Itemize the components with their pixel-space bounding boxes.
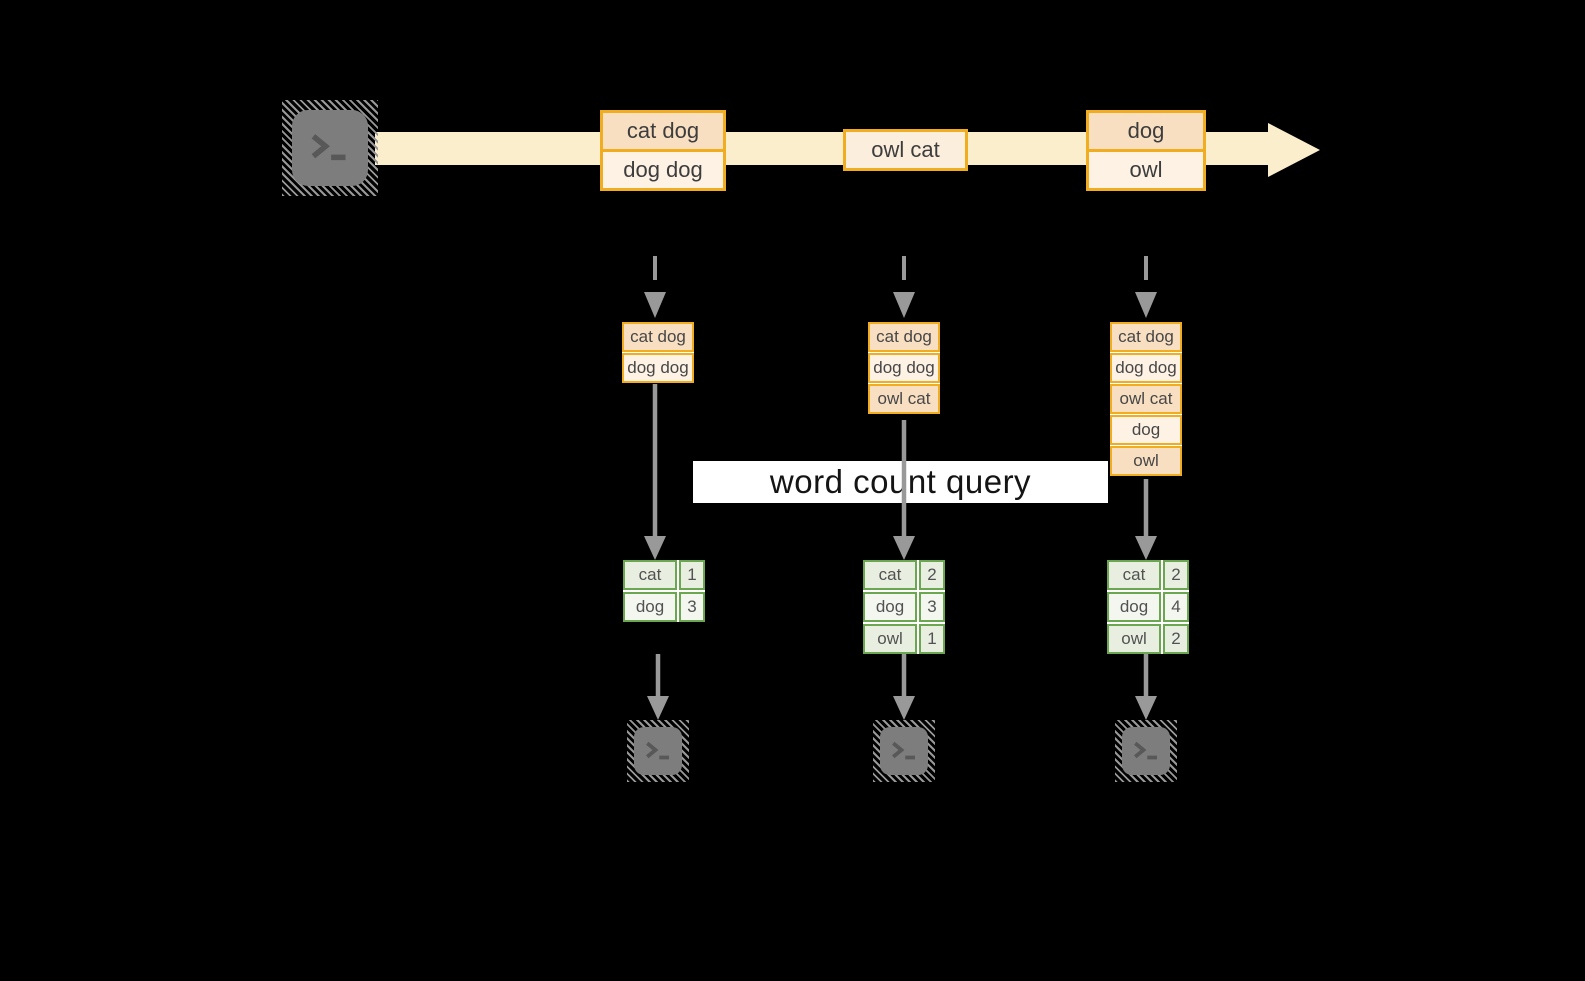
record-cell: dog dog — [622, 353, 694, 383]
record-cell: dog — [1110, 415, 1182, 445]
solid-down-arrow-icon — [893, 654, 915, 720]
record-cell: owl — [1110, 446, 1182, 476]
dashed-down-arrow-icon — [893, 256, 915, 318]
query-banner: word count query — [693, 461, 1108, 503]
word-cell: owl — [863, 624, 917, 654]
word-cell: cat — [1107, 560, 1161, 590]
solid-down-arrow-icon — [647, 654, 669, 720]
word-cell: dog — [1107, 592, 1161, 622]
solid-down-arrow-icon — [893, 420, 915, 560]
word-count-table-2: cat 2 dog 3 owl 1 — [863, 560, 945, 654]
terminal-icon — [1122, 727, 1170, 775]
record-cell: cat dog — [622, 322, 694, 352]
count-cell: 1 — [679, 560, 705, 590]
record-cell: cat dog — [868, 322, 940, 352]
stream-record-group-1: cat dog dog dog — [600, 110, 726, 191]
count-cell: 4 — [1163, 592, 1189, 622]
record-cell: dog — [1089, 113, 1203, 152]
solid-down-arrow-icon — [1135, 654, 1157, 720]
solid-down-arrow-icon — [644, 384, 666, 560]
word-count-table-3: cat 2 dog 4 owl 2 — [1107, 560, 1189, 654]
word-cell: cat — [863, 560, 917, 590]
record-cell: cat dog — [603, 113, 723, 152]
stream-arrow-head-icon — [1268, 123, 1320, 177]
terminal-icon — [880, 727, 928, 775]
terminal-prompt-icon — [311, 133, 346, 160]
count-cell: 3 — [919, 592, 945, 622]
terminal-prompt-icon — [645, 741, 669, 759]
dashed-down-arrow-icon — [1135, 256, 1157, 318]
count-cell: 3 — [679, 592, 705, 622]
record-cell: owl cat — [846, 132, 965, 168]
record-buffer-1: cat dog dog dog — [622, 322, 694, 383]
word-cell: dog — [623, 592, 677, 622]
record-buffer-3: cat dog dog dog owl cat dog owl — [1110, 322, 1182, 476]
record-cell: owl cat — [868, 384, 940, 414]
record-buffer-2: cat dog dog dog owl cat — [868, 322, 940, 414]
count-cell: 1 — [919, 624, 945, 654]
terminal-prompt-icon — [1133, 741, 1157, 759]
solid-down-arrow-icon — [1135, 479, 1157, 560]
stream-record-group-3: dog owl — [1086, 110, 1206, 191]
count-cell: 2 — [919, 560, 945, 590]
count-cell: 2 — [1163, 624, 1189, 654]
stream-record-group-2: owl cat — [843, 129, 968, 171]
record-cell: dog dog — [868, 353, 940, 383]
word-cell: dog — [863, 592, 917, 622]
record-cell: owl cat — [1110, 384, 1182, 414]
record-cell: owl — [1089, 152, 1203, 188]
terminal-icon — [634, 727, 682, 775]
record-cell: cat dog — [1110, 322, 1182, 352]
record-cell: dog dog — [603, 152, 723, 188]
word-cell: cat — [623, 560, 677, 590]
terminal-prompt-icon — [891, 741, 915, 759]
word-cell: owl — [1107, 624, 1161, 654]
record-cell: dog dog — [1110, 353, 1182, 383]
terminal-icon — [292, 110, 368, 186]
word-count-table-1: cat 1 dog 3 — [623, 560, 705, 622]
count-cell: 2 — [1163, 560, 1189, 590]
dashed-down-arrow-icon — [644, 256, 666, 318]
